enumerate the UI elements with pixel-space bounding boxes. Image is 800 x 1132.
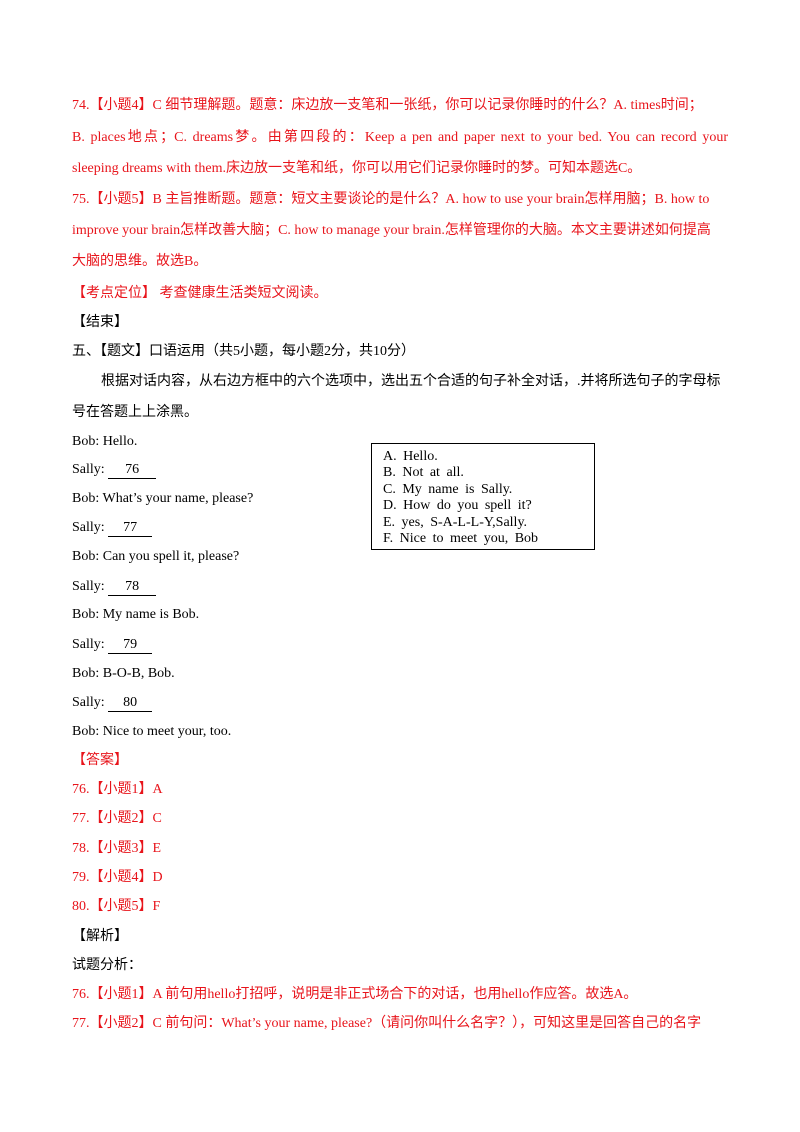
dialogue-line-11: Bob: Nice to meet your, too. [72, 724, 232, 739]
blank-76: 76 [108, 461, 157, 479]
blank-77: 77 [108, 519, 153, 537]
dialogue-line-1: Bob: Hello. [72, 434, 138, 449]
dialogue-line-10: Sally: 80 [72, 693, 153, 713]
options-box: A. Hello. B. Not at all. C. My name is S… [371, 443, 595, 550]
answer-77: 77.【小题2】C [72, 811, 162, 826]
dialogue-line-6: Sally: 78 [72, 577, 157, 597]
option-e: E. yes, S-A-L-L-Y,Sally. [383, 514, 528, 530]
analysis-subheading: 试题分析： [72, 958, 142, 973]
explanation-75-cont-2: 大脑的思维。故选B。 [72, 254, 208, 269]
answer-80: 80.【小题5】F [72, 899, 161, 914]
section-five-heading: 五、【题文】口语运用（共5小题，每小题2分，共10分） [72, 344, 415, 359]
answer-79: 79.【小题4】D [72, 870, 163, 885]
answer-heading: 【答案】 [72, 753, 128, 768]
dialogue-line-8: Sally: 79 [72, 635, 153, 655]
explanation-75-cont-1: improve your brain怎样改善大脑；C. how to manag… [72, 223, 711, 238]
analysis-77: 77.【小题2】C 前句问：What’s your name, please?（… [72, 1016, 702, 1031]
dialogue-line-7: Bob: My name is Bob. [72, 607, 200, 622]
dialogue-line-5: Bob: Can you spell it, please? [72, 549, 240, 564]
option-f: F. Nice to meet you, Bob [383, 531, 539, 547]
option-c: C. My name is Sally. [383, 481, 513, 497]
exam-point-note: 【考点定位】 考查健康生活类短文阅读。 [72, 286, 328, 301]
instructions-line-2: 号在答题上上涂黑。 [72, 405, 198, 420]
answer-78: 78.【小题3】E [72, 841, 162, 856]
explanation-74-cont-2: sleeping dreams with them.床边放一支笔和纸，你可以用它… [72, 161, 642, 176]
end-marker: 【结束】 [72, 315, 128, 330]
blank-79: 79 [108, 636, 153, 654]
dialogue-line-9: Bob: B-O-B, Bob. [72, 666, 175, 681]
dialogue-line-3: Bob: What’s your name, please? [72, 491, 254, 506]
option-d: D. How do you spell it? [383, 498, 532, 514]
option-a: A. Hello. [383, 449, 438, 464]
dialogue-line-4: Sally: 77 [72, 518, 153, 538]
instructions-line-1: 根据对话内容，从右边方框中的六个选项中，选出五个合适的句子补全对话，.并将所选句… [101, 374, 721, 389]
explanation-75: 75.【小题5】B 主旨推断题。题意：短文主要谈论的是什么？A. how to … [72, 192, 710, 207]
explanation-74: 74.【小题4】C 细节理解题。题意：床边放一支笔和一张纸，你可以记录你睡时的什… [72, 98, 703, 113]
answer-76: 76.【小题1】A [72, 782, 163, 797]
analysis-heading: 【解析】 [72, 929, 128, 944]
blank-78: 78 [108, 578, 157, 596]
explanation-74-cont-1: B. places地点；C. dreams梦。由第四段的：Keep a pen … [72, 130, 728, 145]
dialogue-line-2: Sally: 76 [72, 460, 157, 480]
option-b: B. Not at all. [383, 465, 464, 481]
analysis-76: 76.【小题1】A 前句用hello打招呼，说明是非正式场合下的对话，也用hel… [72, 987, 638, 1002]
blank-80: 80 [108, 694, 153, 712]
